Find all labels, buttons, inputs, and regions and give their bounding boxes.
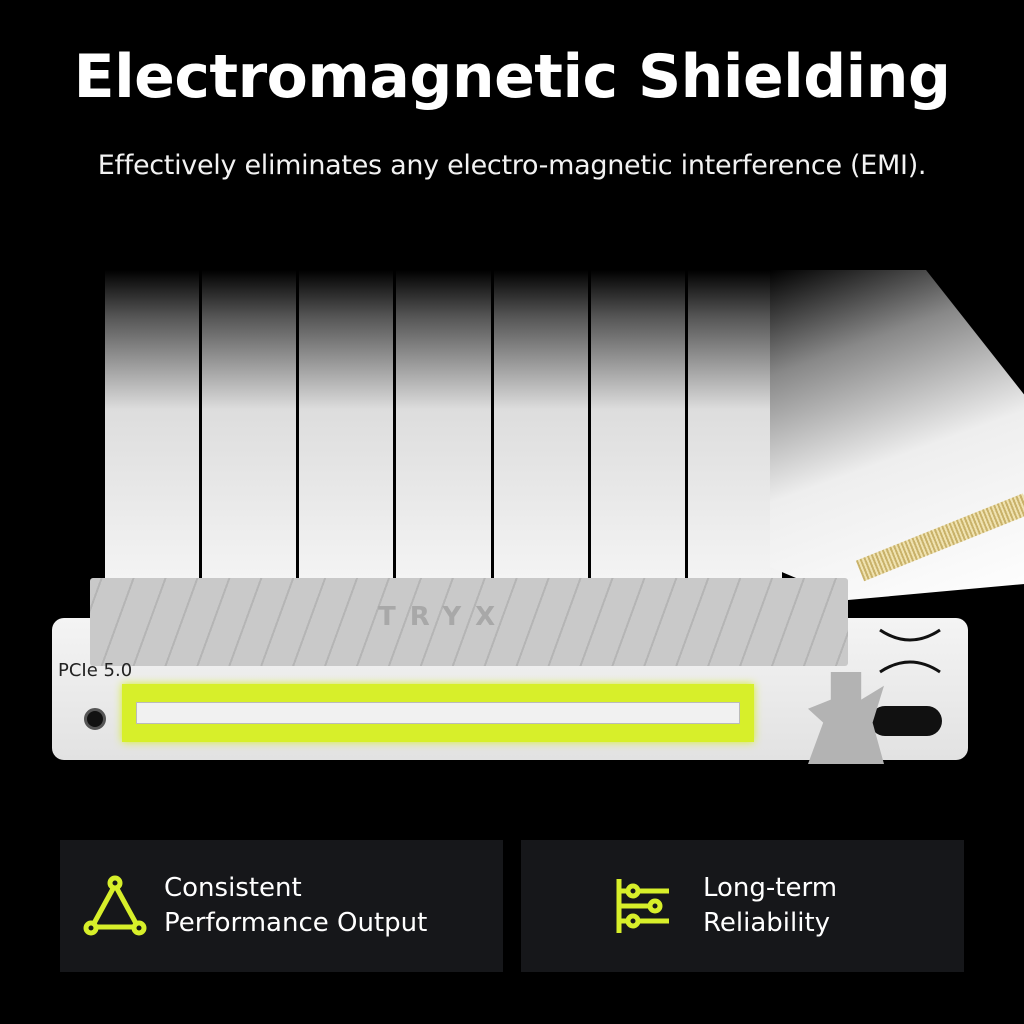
ribbon-cable — [105, 270, 785, 580]
feature-line2: Reliability — [703, 908, 831, 938]
brand-logo: TRYX — [378, 602, 510, 632]
feature-line1: Long-term — [703, 873, 838, 903]
feature-card-performance: Consistent Performance Output — [60, 840, 503, 972]
circuit-lines-icon — [616, 879, 669, 933]
feature-card-reliability: Long-term Reliability — [521, 840, 964, 972]
triangle-nodes-icon — [83, 875, 147, 936]
page-subtitle: Effectively eliminates any electro-magne… — [97, 150, 927, 181]
pcie-slot — [122, 684, 754, 742]
mount-slot — [870, 706, 942, 736]
screw-hole — [84, 708, 106, 730]
feature-line2: Performance Output — [164, 908, 428, 938]
x-logo-icon — [879, 628, 941, 674]
connector-shroud — [90, 578, 848, 666]
page-title: Electromagnetic Shielding — [73, 42, 951, 112]
slot-label: PCIe 5.0 — [58, 660, 133, 681]
feature-line1: Consistent — [164, 873, 302, 903]
